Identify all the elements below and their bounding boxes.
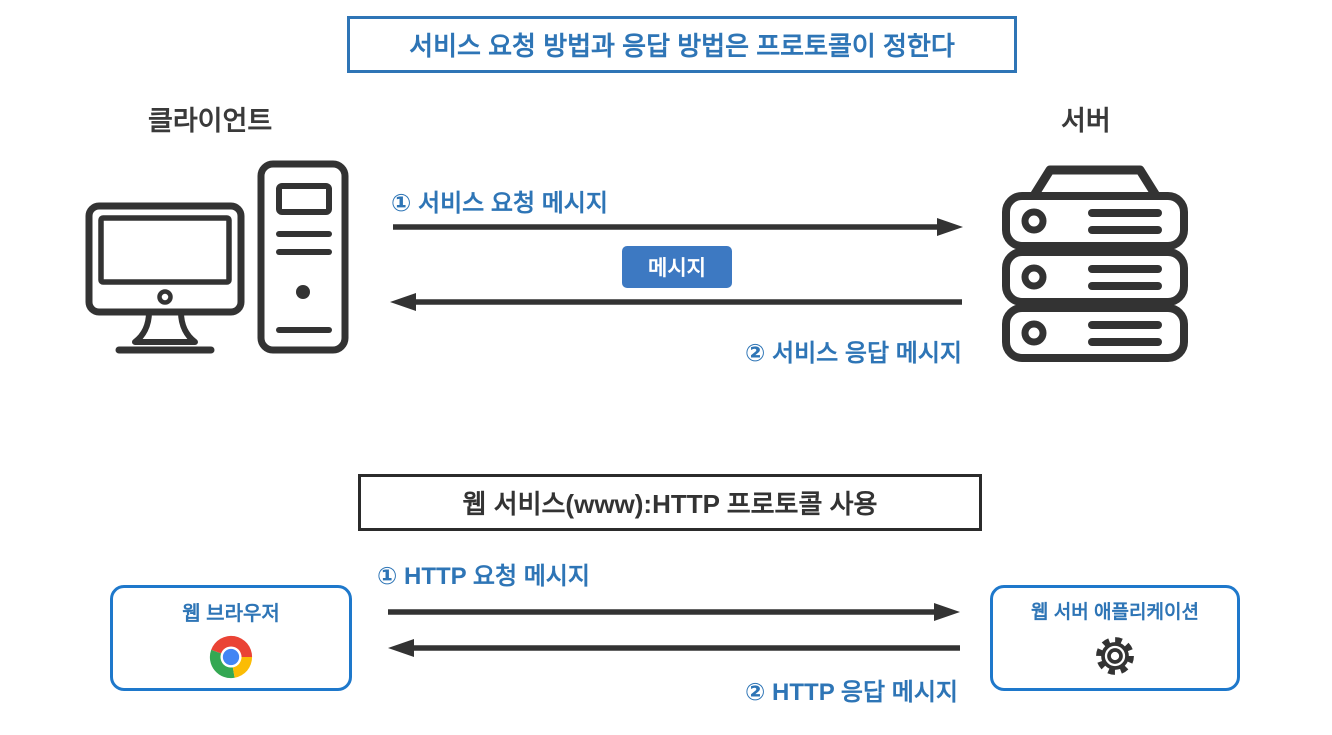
http-response-arrow (388, 639, 960, 657)
http-response-label: ② HTTP 응답 메시지 (745, 679, 958, 706)
web-browser-box: 웹 브라우저 (110, 585, 352, 691)
client-label: 클라이언트 (148, 106, 273, 136)
gear-icon (1096, 636, 1134, 675)
server-stack-icon (1002, 165, 1188, 362)
http-request-arrow (388, 603, 960, 621)
web-server-app-label: 웹 서버 애플리케이션 (1031, 601, 1199, 623)
protocol-title: 서비스 요청 방법과 응답 방법은 프로토콜이 정한다 (409, 31, 955, 61)
server-label: 서버 (1061, 106, 1111, 136)
service-response-arrow (390, 293, 962, 311)
chrome-icon (209, 635, 253, 678)
web-server-app-box: 웹 서버 애플리케이션 (990, 585, 1240, 691)
http-title: 웹 서비스(www):HTTP 프로토콜 사용 (462, 489, 878, 519)
service-request-arrow (393, 218, 963, 236)
protocol-title-box: 서비스 요청 방법과 응답 방법은 프로토콜이 정한다 (347, 16, 1017, 73)
desktop-computer-icon (85, 160, 349, 354)
message-badge: 메시지 (622, 246, 732, 288)
http-request-label: ① HTTP 요청 메시지 (377, 563, 590, 590)
message-badge-label: 메시지 (648, 257, 706, 280)
service-response-label: ② 서비스 응답 메시지 (745, 340, 962, 367)
http-title-box: 웹 서비스(www):HTTP 프로토콜 사용 (358, 474, 982, 531)
service-request-label: ① 서비스 요청 메시지 (391, 190, 608, 217)
web-browser-label: 웹 브라우저 (182, 602, 280, 625)
